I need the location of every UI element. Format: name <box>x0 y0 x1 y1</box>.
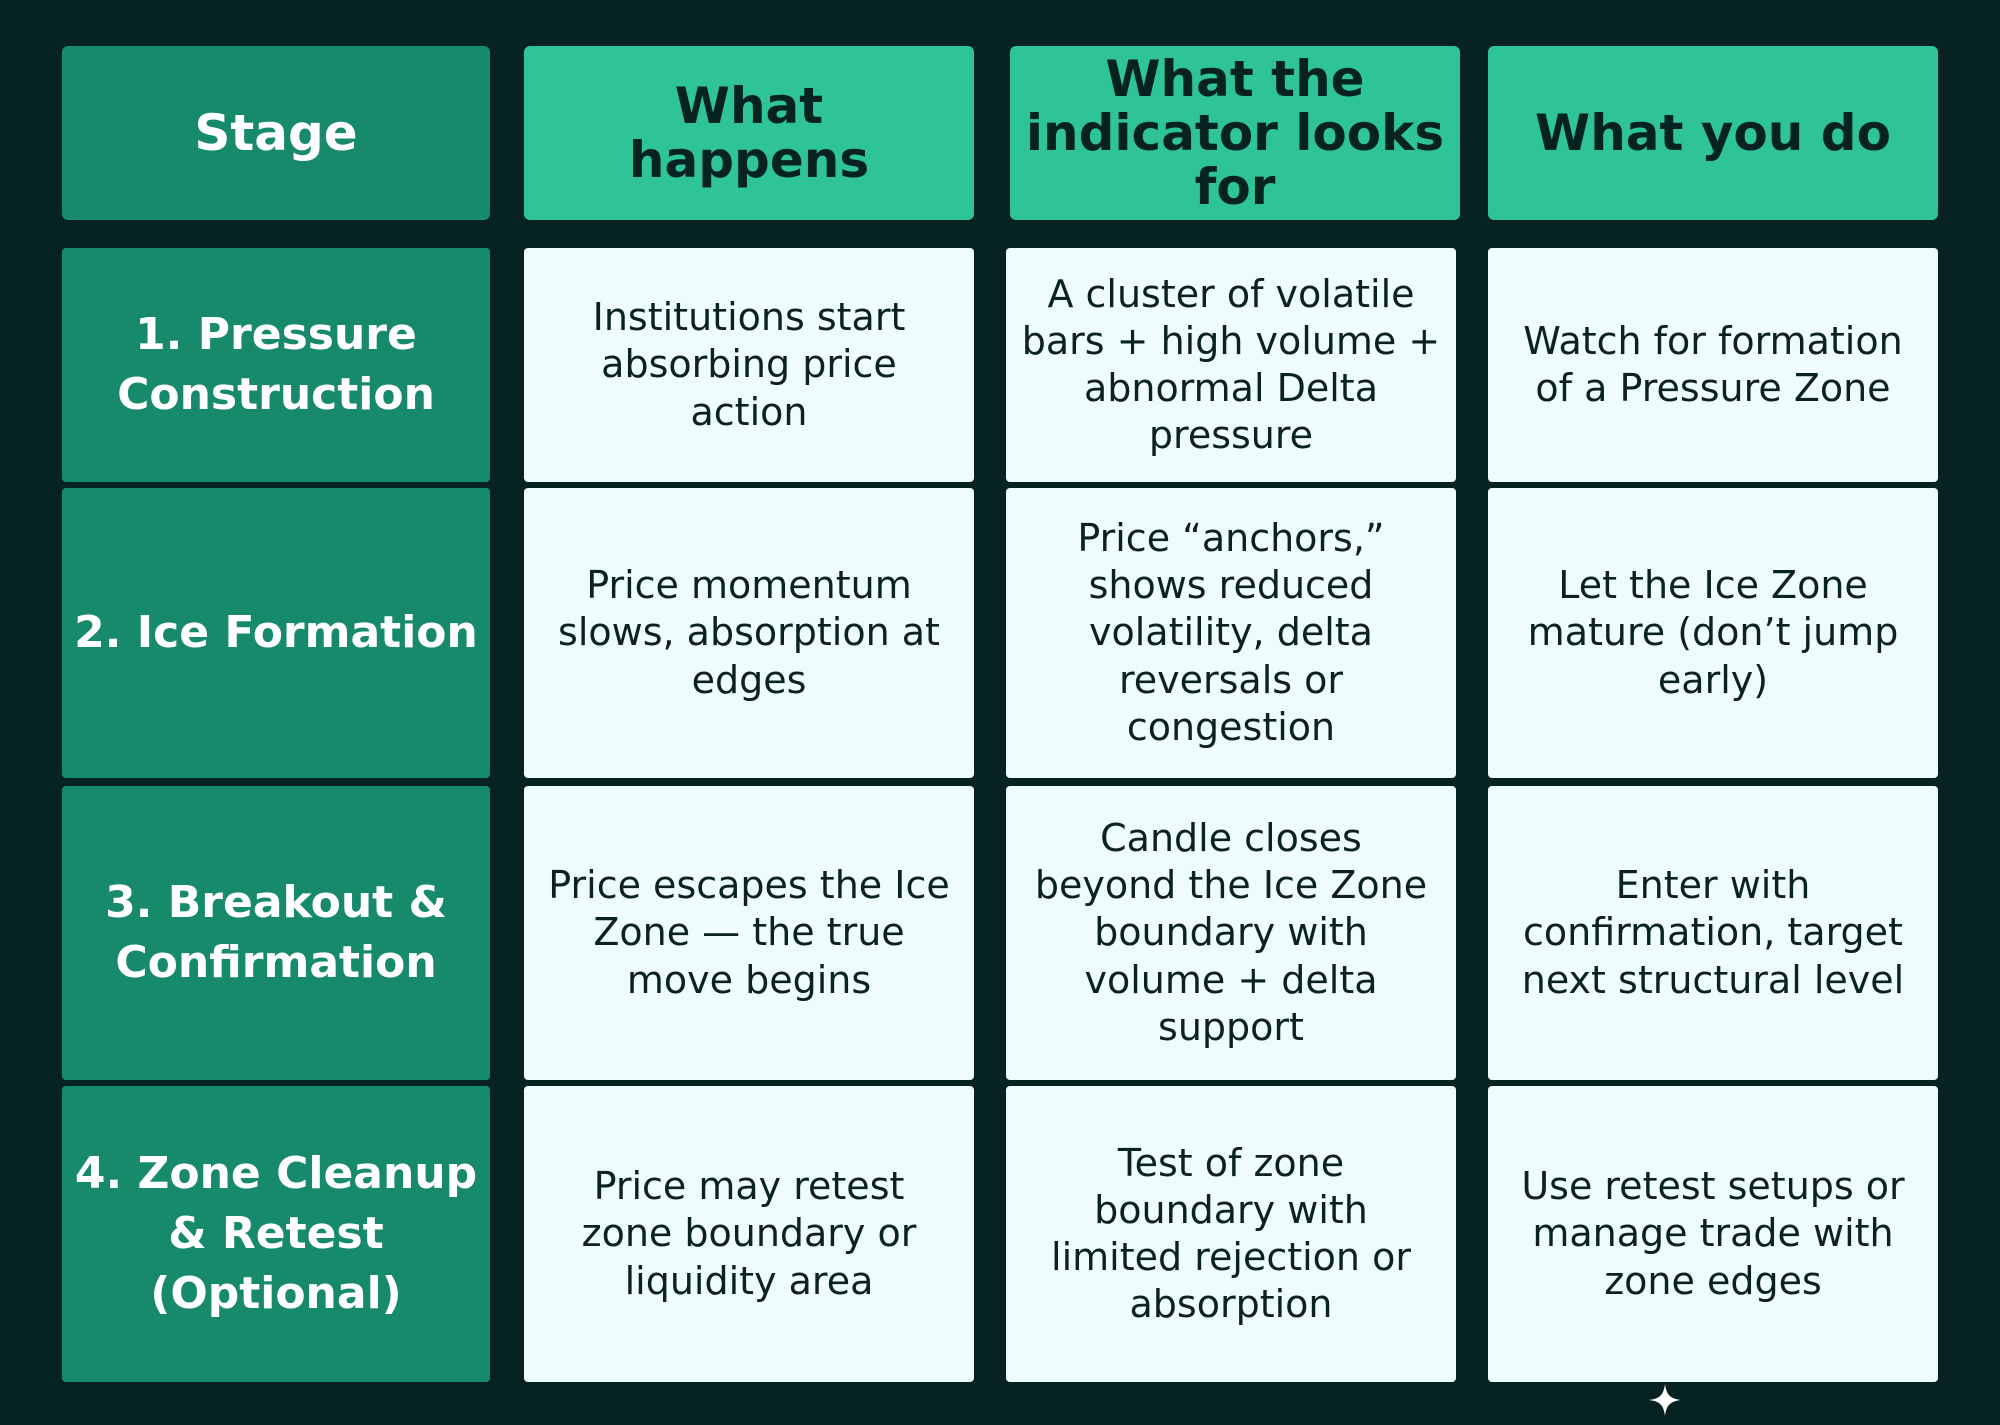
row-2-indicator-text: Price “anchors,” shows reduced volatilit… <box>1077 516 1385 749</box>
header-indicator: What the indicator looks for <box>1010 46 1460 220</box>
row-3-what-happens-text: Price escapes the Ice Zone — the true mo… <box>548 863 950 1002</box>
row-3-indicator: Candle closes beyond the Ice Zone bounda… <box>1006 786 1456 1080</box>
row-2-indicator: Price “anchors,” shows reduced volatilit… <box>1006 488 1456 778</box>
row-3-stage: 3. Breakout & Confirmation <box>62 786 490 1080</box>
row-3-what-happens: Price escapes the Ice Zone — the true mo… <box>524 786 974 1080</box>
header-what-you-do-label: What you do <box>1535 104 1891 162</box>
header-stage-label: Stage <box>194 104 358 162</box>
row-1-indicator: A cluster of volatile bars + high volume… <box>1006 248 1456 482</box>
row-3-indicator-text: Candle closes beyond the Ice Zone bounda… <box>1034 816 1428 1049</box>
row-2-what-you-do: Let the Ice Zone mature (don’t jump earl… <box>1488 488 1938 778</box>
row-4-what-happens-text: Price may retest zone boundary or liquid… <box>581 1164 917 1303</box>
row-1-stage-label: 1. Pressure Construction <box>117 309 435 420</box>
row-4-stage-label: 4. Zone Cleanup & Retest (Optional) <box>74 1148 478 1319</box>
row-1-what-you-do-text: Watch for formation of a Pressure Zone <box>1523 318 1903 410</box>
sparkle-icon-shape <box>1649 1384 1681 1416</box>
row-4-what-you-do: Use retest setups or manage trade with z… <box>1488 1086 1938 1382</box>
row-2-what-happens-text: Price momentum slows, absorption at edge… <box>558 563 940 702</box>
row-4-indicator: Test of zone boundary with limited rejec… <box>1006 1086 1456 1382</box>
row-3-what-you-do-text: Enter with confirmation, target next str… <box>1521 863 1905 1002</box>
header-stage: Stage <box>62 46 490 220</box>
row-2-what-happens: Price momentum slows, absorption at edge… <box>524 488 974 778</box>
row-1-what-happens: Institutions start absorbing price actio… <box>524 248 974 482</box>
row-1-what-you-do: Watch for formation of a Pressure Zone <box>1488 248 1938 482</box>
header-what-you-do: What you do <box>1488 46 1938 220</box>
header-what-happens: What happens <box>524 46 974 220</box>
row-2-stage-label: 2. Ice Formation <box>74 607 478 659</box>
row-4-stage: 4. Zone Cleanup & Retest (Optional) <box>62 1086 490 1382</box>
row-4-what-happens: Price may retest zone boundary or liquid… <box>524 1086 974 1382</box>
row-1-stage: 1. Pressure Construction <box>62 248 490 482</box>
row-1-what-happens-text: Institutions start absorbing price actio… <box>592 295 906 434</box>
row-4-what-you-do-text: Use retest setups or manage trade with z… <box>1521 1164 1905 1303</box>
row-3-stage-label: 3. Breakout & Confirmation <box>105 877 447 988</box>
row-3-what-you-do: Enter with confirmation, target next str… <box>1488 786 1938 1080</box>
row-2-stage: 2. Ice Formation <box>62 488 490 778</box>
header-what-happens-label: What happens <box>628 77 870 189</box>
row-4-indicator-text: Test of zone boundary with limited rejec… <box>1051 1140 1411 1327</box>
row-2-what-you-do-text: Let the Ice Zone mature (don’t jump earl… <box>1527 563 1899 702</box>
sparkle-icon <box>1648 1383 1682 1417</box>
header-indicator-label: What the indicator looks for <box>1025 50 1445 216</box>
row-1-indicator-text: A cluster of volatile bars + high volume… <box>1021 271 1441 458</box>
